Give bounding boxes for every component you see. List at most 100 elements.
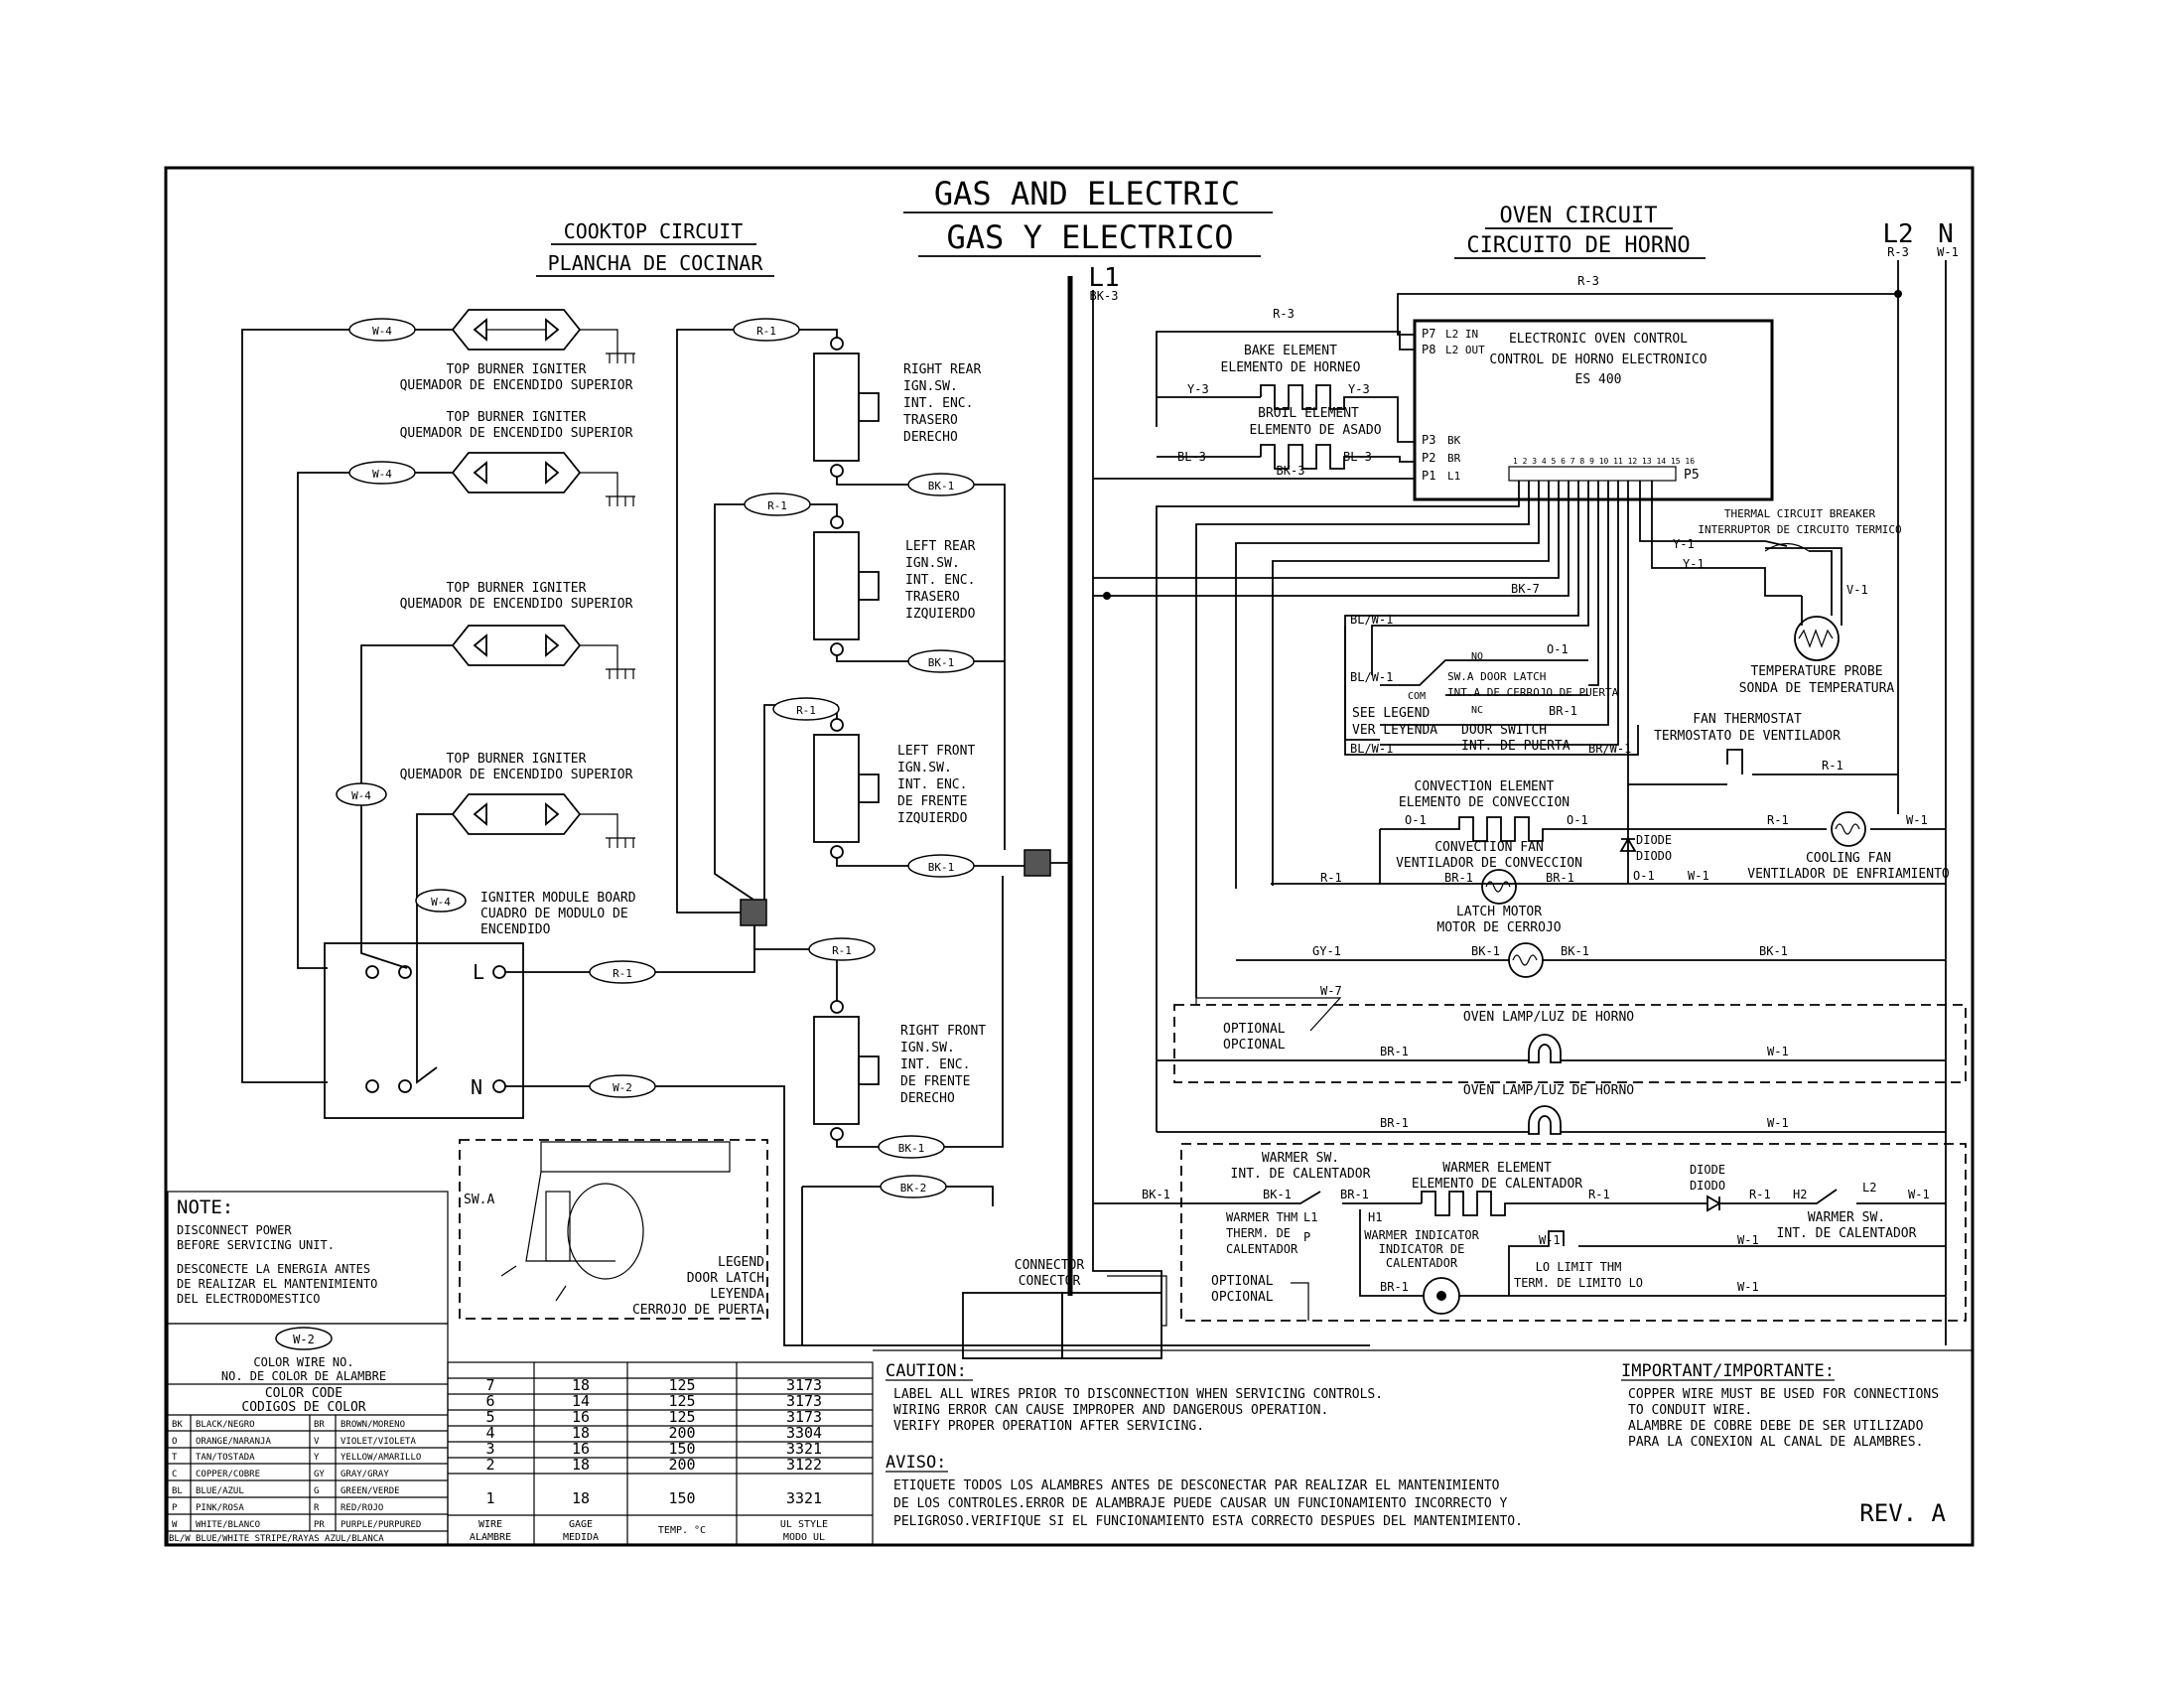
bake-label: BAKE ELEMENT bbox=[1244, 344, 1337, 358]
svg-text:RIGHT REAR: RIGHT REAR bbox=[903, 362, 981, 377]
latch-motor bbox=[1508, 942, 1544, 978]
svg-text:INT. ENC.: INT. ENC. bbox=[905, 573, 975, 588]
svg-text:TEMP. °C: TEMP. °C bbox=[658, 1525, 706, 1536]
svg-text:WIRE: WIRE bbox=[478, 1519, 502, 1530]
convection-fan-label-es: VENTILADOR DE CONVECCION bbox=[1396, 856, 1582, 871]
door-switch-label-es: INT. DE PUERTA bbox=[1461, 739, 1570, 754]
igniter-2-label: TOP BURNER IGNITER bbox=[447, 410, 587, 425]
see-legend-es: VER LEYENDA bbox=[1352, 723, 1437, 738]
wire-bk1-latch-c: BK-1 bbox=[1759, 944, 1788, 958]
wire-bk1-warmer-b: BK-1 bbox=[1263, 1188, 1292, 1201]
svg-text:INT. ENC.: INT. ENC. bbox=[900, 1057, 970, 1072]
wire-w1-lo-b: W-1 bbox=[1737, 1233, 1759, 1247]
wire-w1-cool: W-1 bbox=[1906, 813, 1928, 827]
connector-right bbox=[1061, 1292, 1162, 1359]
svg-text:BL: BL bbox=[172, 1486, 183, 1496]
color-code-title: COLOR CODE bbox=[265, 1386, 342, 1401]
svg-text:W: W bbox=[172, 1520, 178, 1530]
svg-text:PINK/ROSA: PINK/ROSA bbox=[196, 1503, 244, 1513]
svg-text:TAN/TOSTADA: TAN/TOSTADA bbox=[196, 1453, 255, 1463]
svg-text:18: 18 bbox=[572, 1424, 590, 1442]
svg-text:3173: 3173 bbox=[786, 1408, 822, 1426]
aviso-line-1: ETIQUETE TODOS LOS ALAMBRES ANTES DE DES… bbox=[893, 1478, 1500, 1493]
module-n: N bbox=[471, 1075, 482, 1099]
convection-element bbox=[1380, 816, 1628, 842]
caution-title: CAUTION: bbox=[886, 1361, 967, 1381]
pin-p1-label: L1 bbox=[1447, 470, 1460, 483]
oven-subtitle: CIRCUITO DE HORNO bbox=[1466, 233, 1690, 258]
ignition-switches bbox=[813, 337, 880, 1141]
warmer-indicator-label-3: CALENTADOR bbox=[1386, 1256, 1458, 1270]
warmer-thm-label-3: CALENTADOR bbox=[1226, 1242, 1298, 1256]
wire-o1-b: O-1 bbox=[1405, 813, 1427, 827]
warmer-indicator-label-2: INDICATOR DE bbox=[1379, 1242, 1465, 1256]
wire-gy1: GY-1 bbox=[1312, 944, 1341, 958]
svg-text:GREEN/VERDE: GREEN/VERDE bbox=[341, 1486, 400, 1496]
pin-p7: P7 bbox=[1422, 327, 1435, 341]
svg-text:O: O bbox=[172, 1437, 177, 1447]
svg-text:3321: 3321 bbox=[786, 1489, 822, 1507]
lo-limit-thm bbox=[1508, 1230, 1946, 1296]
module-l: L bbox=[473, 960, 484, 984]
wire-bk7: BK-7 bbox=[1511, 582, 1540, 596]
igniter-2-label-es: QUEMADOR DE ENCENDIDO SUPERIOR bbox=[400, 426, 633, 441]
svg-text:3304: 3304 bbox=[786, 1424, 822, 1442]
svg-text:2: 2 bbox=[485, 1456, 494, 1474]
convection-fan-motor bbox=[1481, 869, 1517, 905]
svg-text:200: 200 bbox=[668, 1456, 695, 1474]
pin-p2: P2 bbox=[1422, 451, 1435, 465]
wire-o1-d: O-1 bbox=[1633, 869, 1655, 883]
wire-r1-cool: R-1 bbox=[1767, 813, 1789, 827]
caution-line-2: WIRING ERROR CAN CAUSE IMPROPER AND DANG… bbox=[893, 1403, 1328, 1418]
wire-w1-ind: W-1 bbox=[1737, 1280, 1759, 1294]
pin-h1: H1 bbox=[1368, 1210, 1382, 1224]
door-latch-legend bbox=[459, 1139, 768, 1320]
important-line-2: TO CONDUIT WIRE. bbox=[1628, 1403, 1752, 1418]
svg-text:RIGHT FRONT: RIGHT FRONT bbox=[900, 1024, 986, 1039]
switch-wiring bbox=[676, 329, 1070, 1345]
diode-label-es: DIODO bbox=[1636, 849, 1672, 863]
pin-p5: P5 bbox=[1684, 468, 1700, 483]
fan-thermostat-label: FAN THERMOSTAT bbox=[1693, 712, 1802, 727]
important-line-3: ALAMBRE DE COBRE DEBE DE SER UTILIZADO bbox=[1628, 1419, 1924, 1434]
svg-text:IGN.SW.: IGN.SW. bbox=[897, 761, 952, 775]
wire-br1-lamp1: BR-1 bbox=[1380, 1045, 1409, 1058]
wire-bl3-a: BL-3 bbox=[1177, 450, 1206, 464]
legend-text-2: DOOR LATCH bbox=[687, 1271, 764, 1286]
svg-text:UL STYLE: UL STYLE bbox=[780, 1519, 828, 1530]
color-sample-tag: W-2 bbox=[293, 1333, 315, 1346]
svg-text:TRASERO: TRASERO bbox=[905, 590, 960, 605]
l1-sub: BK-3 bbox=[1090, 289, 1119, 303]
probe-label-es: SONDA DE TEMPERATURA bbox=[1739, 681, 1895, 696]
wire-br1-b: BR-1 bbox=[1444, 871, 1473, 885]
igniter-3 bbox=[451, 625, 582, 666]
wire-br1-warmer: BR-1 bbox=[1340, 1188, 1369, 1201]
svg-text:BLUE/AZUL: BLUE/AZUL bbox=[196, 1486, 244, 1496]
l2-sub: R-3 bbox=[1887, 245, 1909, 259]
diode-2 bbox=[1706, 1195, 1721, 1212]
tag-w2-module: W-2 bbox=[613, 1081, 632, 1094]
note-line-2: BEFORE SERVICING UNIT. bbox=[177, 1238, 335, 1252]
wire-o1-a: O-1 bbox=[1547, 642, 1569, 656]
wire-br1-a: BR-1 bbox=[1549, 704, 1577, 718]
wire-r1-fan: R-1 bbox=[1822, 759, 1843, 773]
pin-l2: L2 bbox=[1862, 1181, 1876, 1195]
n-label: N bbox=[1938, 219, 1954, 249]
junction-left bbox=[740, 899, 767, 926]
warmer-element-label-es: ELEMENTO DE CALENTADOR bbox=[1412, 1177, 1582, 1192]
tag-w4-3: W-4 bbox=[351, 789, 371, 802]
pin-p8-label: L2 OUT bbox=[1445, 344, 1485, 356]
svg-text:3: 3 bbox=[485, 1440, 494, 1458]
oven-lamp-label-2: OVEN LAMP/LUZ DE HORNO bbox=[1463, 1083, 1634, 1098]
pin-p1: P1 bbox=[1422, 469, 1435, 483]
tag-r1-a: R-1 bbox=[756, 325, 776, 338]
broil-label: BROIL ELEMENT bbox=[1258, 406, 1359, 421]
module-label-3: ENCENDIDO bbox=[480, 922, 551, 937]
svg-text:5: 5 bbox=[485, 1408, 494, 1426]
important-title: IMPORTANT/IMPORTANTE: bbox=[1621, 1361, 1835, 1381]
svg-text:DE FRENTE: DE FRENTE bbox=[897, 794, 967, 809]
thermal-label-es: INTERRUPTOR DE CIRCUITO TERMICO bbox=[1698, 523, 1901, 536]
control-label-3: ES 400 bbox=[1575, 372, 1622, 387]
wire-r1-h2: R-1 bbox=[1749, 1188, 1771, 1201]
